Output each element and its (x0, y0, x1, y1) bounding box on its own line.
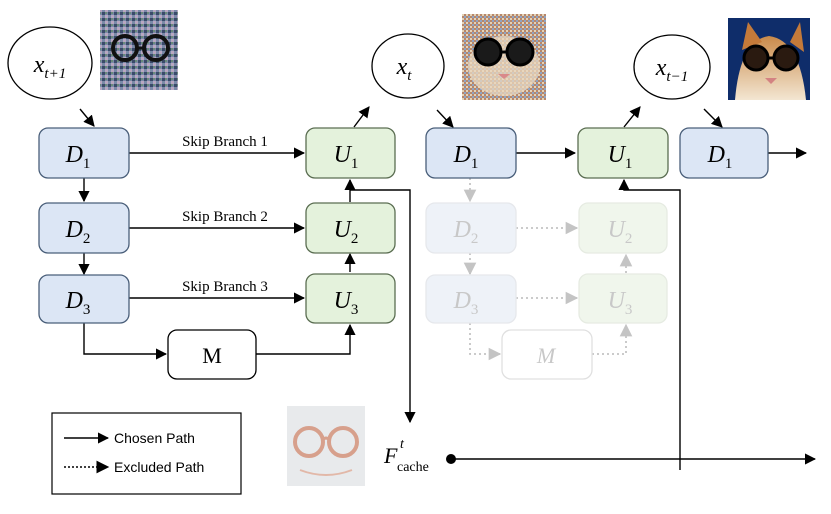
svg-text:U2: U2 (334, 217, 359, 247)
svg-text:D3: D3 (453, 288, 479, 318)
step1-m-block: M (167, 329, 257, 380)
step2-u3-block-faded: U3 (578, 273, 668, 324)
feature-map-image (287, 406, 365, 486)
svg-text:U3: U3 (608, 288, 633, 318)
legend-excluded-label: Excluded Path (114, 459, 204, 475)
step2-d2-block-faded: D2 (425, 202, 517, 254)
step2-m-block-faded: M (501, 329, 593, 380)
step1-d1-block: D1 (38, 127, 130, 179)
step2-u1-block: U1 (577, 127, 669, 179)
step1-d2-block: D2 (38, 202, 130, 254)
step1-u3-block: U3 (305, 273, 396, 324)
svg-text:U1: U1 (608, 142, 633, 172)
clean-cat-image (728, 18, 810, 100)
svg-text:F: F (383, 443, 398, 468)
input-x-t: xt (371, 33, 445, 99)
svg-text:D1: D1 (707, 142, 733, 172)
step2-d1-block: D1 (425, 127, 517, 179)
svg-text:xt: xt (396, 54, 413, 84)
cat-image (462, 14, 546, 100)
svg-text:D1: D1 (453, 142, 479, 172)
skip-branch-3-label: Skip Branch 3 (182, 279, 268, 295)
step1-d3-block: D3 (38, 274, 130, 324)
step2-u2-block-faded: U2 (578, 202, 668, 254)
svg-text:D2: D2 (65, 217, 91, 247)
svg-text:xt−1: xt−1 (655, 55, 688, 85)
svg-text:t: t (400, 437, 405, 452)
noisy-cat-image (100, 10, 178, 90)
feature-cache-label: F t cache (383, 437, 429, 475)
svg-text:D3: D3 (65, 288, 91, 318)
step1-u1-block: U1 (305, 127, 396, 179)
excluded-paths (463, 178, 633, 361)
svg-text:cache: cache (397, 460, 429, 475)
step2-d3-block-faded: D3 (425, 274, 517, 324)
svg-text:D1: D1 (65, 142, 91, 172)
svg-text:D2: D2 (453, 217, 479, 247)
svg-text:U3: U3 (334, 288, 359, 318)
input-x-t-plus-1: xt+1 (7, 26, 93, 100)
svg-text:U2: U2 (608, 217, 633, 247)
skip-branch-1-label: Skip Branch 1 (182, 134, 268, 150)
legend: Chosen Path Excluded Path (51, 412, 242, 495)
input-x-t-minus-1: xt−1 (633, 34, 711, 100)
svg-text:M: M (536, 343, 557, 368)
legend-chosen-label: Chosen Path (114, 430, 195, 446)
svg-text:U1: U1 (334, 142, 359, 172)
svg-text:M: M (202, 343, 222, 368)
skip-branch-2-label: Skip Branch 2 (182, 209, 268, 225)
step1-u2-block: U2 (305, 202, 396, 254)
svg-text:xt+1: xt+1 (33, 52, 66, 82)
step3-d1-block: D1 (679, 127, 769, 179)
